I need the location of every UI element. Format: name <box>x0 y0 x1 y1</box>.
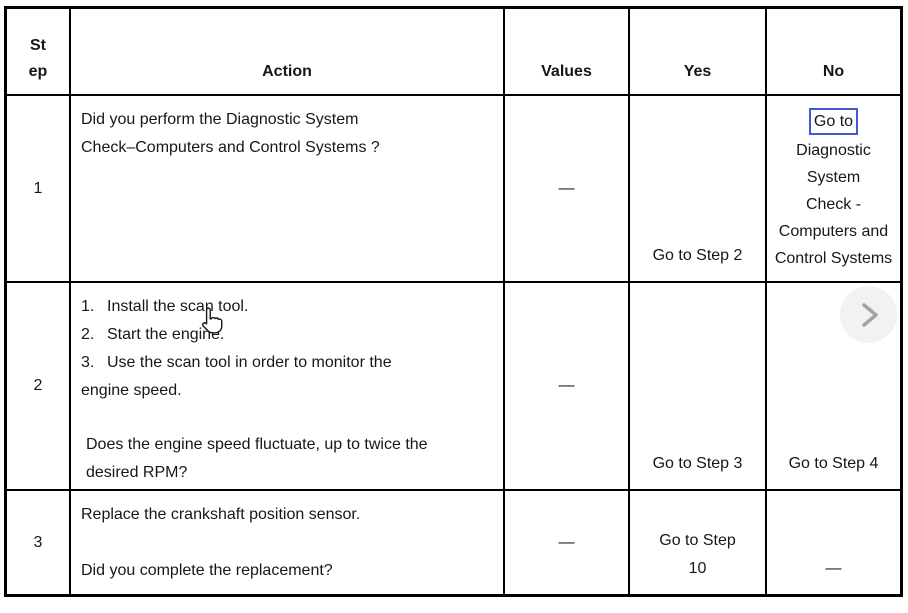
action-text-step2: 1. Install the scan tool. 2. Start the eng… <box>71 283 503 489</box>
statement-text-step3: Replace the crankshaft position sensor. <box>81 506 361 523</box>
step-number: 2 <box>7 283 69 489</box>
column-header-step: St ep <box>7 9 69 94</box>
step-number: 3 <box>7 491 69 594</box>
step-number: 1 <box>7 96 69 281</box>
action-text-step3: Replace the crankshaft position sensor. … <box>71 491 503 594</box>
list-text: Use the scan tool in order to monitor th… <box>81 354 392 399</box>
next-page-button[interactable] <box>840 286 897 343</box>
list-item: 3.Use the scan tool in order to monitor … <box>81 349 491 405</box>
values-step2: — <box>505 283 628 489</box>
list-item: 2. Start the engine. <box>81 321 491 349</box>
question-text-step3: Did you complete the replacement? <box>81 562 333 579</box>
diagnostic-steps-table: St ep Action Values Yes No 1 Did you per… <box>4 6 903 597</box>
list-item: 1. Install the scan tool. <box>81 293 491 321</box>
values-step1: — <box>505 96 628 281</box>
column-header-values: Values <box>505 9 628 94</box>
list-number: 1. <box>81 298 95 315</box>
list-text: Install the scan tool. <box>107 298 249 315</box>
list-number: 2. <box>81 326 95 343</box>
yes-result-step1: Go to Step 2 <box>630 96 765 281</box>
values-step3: — <box>505 491 628 594</box>
focused-link-go-to[interactable]: Go to <box>808 108 859 135</box>
column-header-action: Action <box>71 9 503 94</box>
no-result-step1: Go to Diagnostic System Check - Computer… <box>767 96 900 281</box>
column-header-yes: Yes <box>630 9 765 94</box>
question-text-step2: Does the engine speed fluctuate, up to t… <box>86 436 428 481</box>
yes-result-step2: Go to Step 3 <box>630 283 765 489</box>
no-result-step1-text: Diagnostic System Check - Computers and … <box>774 142 893 267</box>
no-result-step3: — <box>767 491 900 594</box>
column-header-no: No <box>767 9 900 94</box>
yes-result-step3: Go to Step 10 <box>630 491 765 594</box>
action-text-step1: Did you perform the Diagnostic System Ch… <box>71 96 503 281</box>
chevron-right-icon <box>861 302 878 327</box>
list-number: 3. <box>81 354 95 371</box>
list-text: Start the engine. <box>107 326 225 343</box>
